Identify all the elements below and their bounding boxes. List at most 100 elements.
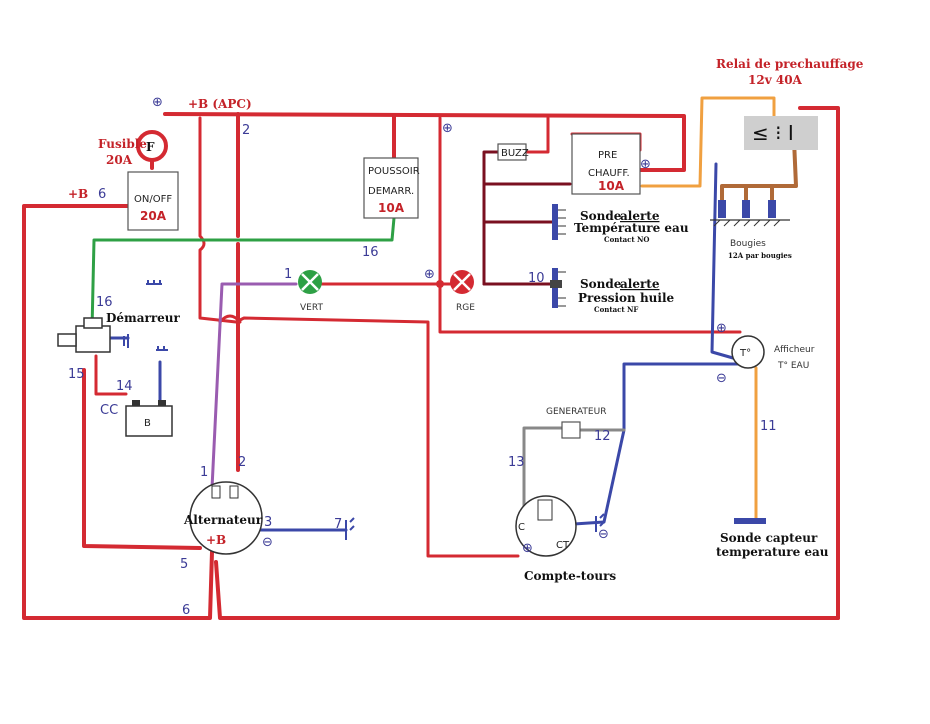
afficheur-temp: T°: [731, 335, 765, 369]
wires: [22, 96, 840, 620]
battery-label: B: [144, 418, 151, 429]
wire-num-15: 15: [68, 367, 85, 382]
wire-left-loop: [22, 204, 214, 620]
wire-num-16b: 16: [96, 295, 113, 310]
junction-dot: [436, 280, 444, 288]
fuse-letter: F: [146, 140, 155, 154]
plus-1: ⊕: [152, 95, 163, 110]
sonde-press-contact: Contact NF: [594, 305, 638, 314]
bplus-left-label: +B: [68, 187, 88, 201]
bougies-spec: 12A par bougies: [728, 251, 792, 260]
wire-num-2b: 2: [238, 455, 246, 470]
poussoir-amp: 10A: [378, 201, 405, 215]
wire-num-1: 1: [284, 267, 292, 282]
ground-symbols: [123, 280, 605, 540]
wire-num-7: 7: [334, 517, 342, 532]
lamp-vert: [298, 270, 322, 294]
wire-num-2: 2: [242, 123, 250, 138]
prechauff-line2: CHAUFF.: [588, 168, 630, 179]
fuse: F: [136, 130, 168, 162]
minus-2: ⊖: [716, 371, 727, 386]
plus-3: ⊕: [424, 267, 435, 282]
wire-num-11: 11: [760, 419, 777, 434]
alternateur-label: Alternateur: [183, 513, 263, 527]
wire-num-12: 12: [594, 429, 611, 444]
onoff-amp: 20A: [140, 209, 167, 223]
wire-buzz-top: [524, 116, 550, 154]
minus-3: ⊖: [598, 527, 609, 542]
bougies-label: Bougies: [730, 239, 766, 249]
afficheur-line2: T° EAU: [777, 361, 809, 371]
onoff-switch: ON/OFF 20A: [127, 171, 179, 231]
bougies: [710, 200, 790, 227]
sonde-press-line1-prefix: Sonde: [580, 277, 622, 291]
sonde-press-line2: Pression huile: [578, 291, 675, 305]
poussoir-line1: POUSSOIR: [368, 166, 420, 177]
afficheur-dial: T°: [739, 348, 751, 359]
wire-num-6: 6: [98, 187, 106, 202]
prechauff-amp: 10A: [598, 179, 625, 193]
wire-16-green: [90, 216, 396, 332]
wire-bplus-vertical: [198, 116, 520, 558]
relai-prechauffage: ≤ ⁝ I: [744, 116, 818, 150]
ct-ct: CT: [556, 540, 570, 551]
wire-bottom-red: [214, 560, 840, 620]
wire-brown: [720, 138, 798, 202]
sonde-pression-alerte: [550, 268, 566, 308]
rge-label: RGE: [456, 303, 475, 313]
wire-left-loop-inner: [82, 368, 202, 550]
demarreur-label: Démarreur: [106, 311, 181, 325]
sonde-capteur: [734, 518, 766, 524]
relai-title: Relai de prechauffage: [716, 57, 864, 71]
sonde-temp-contact: Contact NO: [604, 235, 650, 244]
generateur: [561, 421, 581, 439]
wire-num-13: 13: [508, 455, 525, 470]
sonde-temp-alerte: [552, 204, 566, 240]
demarreur: [57, 317, 111, 353]
ct-c: C: [518, 522, 525, 533]
compte-tours-label: Compte-tours: [524, 569, 616, 583]
wire-num-5: 5: [180, 557, 188, 572]
poussoir-demarrage: POUSSOIR DEMARR. 10A: [363, 157, 420, 219]
battery: B: [125, 400, 173, 437]
plus-5: ⊕: [716, 321, 727, 336]
prechauff-line1: PRE: [598, 150, 617, 161]
vert-label: VERT: [300, 303, 323, 313]
relai-spec: 12v 40A: [748, 73, 803, 87]
alternateur: [189, 481, 263, 555]
sonde-temp-line2: Température eau: [574, 221, 689, 235]
wire-num-3: 3: [264, 515, 272, 530]
compte-tours: C CT: [515, 495, 577, 557]
wire-440-vertical: [438, 116, 742, 334]
sonde-temp-line1-prefix: Sonde: [580, 209, 622, 223]
wire-14: [94, 354, 128, 396]
wire-num-14: 14: [116, 379, 133, 394]
wire-top-bus: [163, 112, 686, 172]
plus-4: ⊕: [640, 157, 651, 172]
plus-2: ⊕: [442, 121, 453, 136]
sonde-press-line1-alert: alerte: [620, 277, 660, 291]
wire-num-6b: 6: [182, 603, 190, 618]
sonde-temp-line1-alert: alerte: [620, 209, 660, 223]
wire-blue-afficheur: [710, 162, 742, 362]
plus-6: ⊕: [522, 541, 533, 556]
wire-buzz-left: [482, 150, 500, 286]
minus-1: ⊖: [262, 535, 273, 550]
lamp-rge: [450, 270, 474, 294]
onoff-label: ON/OFF: [134, 194, 172, 205]
cc-label: CC: [100, 403, 118, 418]
wire-right-relay-feed: [798, 106, 840, 620]
relay-glyph: ≤ ⁝ I: [752, 121, 794, 145]
buzz-label: BUZZ: [501, 148, 529, 159]
wire-num-1b: 1: [200, 465, 208, 480]
prechauffage-switch: PRE CHAUFF. 10A: [571, 133, 641, 195]
afficheur-line1: Afficheur: [774, 345, 815, 355]
bplus-apc-label: +B (APC): [188, 97, 252, 111]
polarity-markers: ⊕ ⊕ ⊕ ⊕ ⊕ ⊖ ⊖ ⊖ ⊕: [152, 95, 727, 556]
buzzer: BUZZ: [497, 143, 529, 161]
wire-orange-relay: [640, 96, 776, 188]
generateur-label: GENERATEUR: [546, 407, 606, 417]
wire-numbers: 6 2 16 16 1 10 15 14 1 2 3 7 5 6 13 12 1…: [68, 123, 777, 618]
wire-1-purple: [210, 282, 298, 490]
